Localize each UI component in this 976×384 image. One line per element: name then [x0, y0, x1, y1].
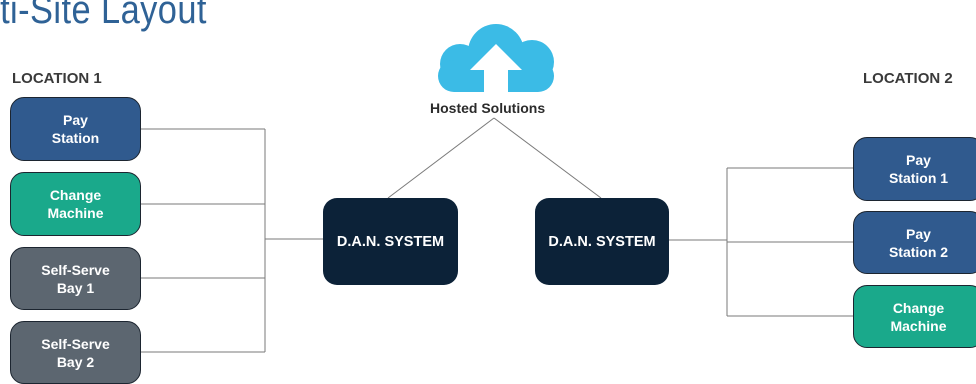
change-machine-2-label: Change Machine: [890, 299, 947, 334]
self-serve-bay-2-node: Self-Serve Bay 2: [10, 321, 141, 384]
change-machine-label: Change Machine: [47, 187, 104, 221]
dan-system-location-1: D.A.N. SYSTEM: [323, 198, 458, 285]
dan-system-label: D.A.N. SYSTEM: [336, 233, 445, 250]
dan-system-label: D.A.N. SYSTEM: [548, 233, 656, 250]
pay-station-label: Pay Station: [51, 112, 100, 146]
location-2-label: LOCATION 2: [863, 70, 953, 87]
pay-station-2-label: Pay Station 2: [888, 225, 949, 260]
dan-system-location-2: D.A.N. SYSTEM: [535, 198, 669, 285]
self-serve-bay-2-label: Self-Serve Bay 2: [41, 335, 110, 370]
page-title: lti-Site Layout: [0, 0, 207, 32]
pay-station-1-node: Pay Station 1: [853, 137, 976, 201]
self-serve-bay-1-node: Self-Serve Bay 1: [10, 247, 141, 310]
self-serve-bay-1-label: Self-Serve Bay 1: [41, 261, 110, 296]
change-machine-node: Change Machine: [10, 172, 141, 236]
pay-station-2-node: Pay Station 2: [853, 211, 976, 274]
pay-station-1-label: Pay Station 1: [888, 152, 949, 186]
change-machine-2-node: Change Machine: [853, 285, 976, 348]
location-1-label: LOCATION 1: [12, 70, 102, 87]
cloud-upload-icon: [438, 24, 554, 96]
hosted-solutions-label: Hosted Solutions: [430, 100, 546, 116]
pay-station-node: Pay Station: [10, 97, 141, 161]
